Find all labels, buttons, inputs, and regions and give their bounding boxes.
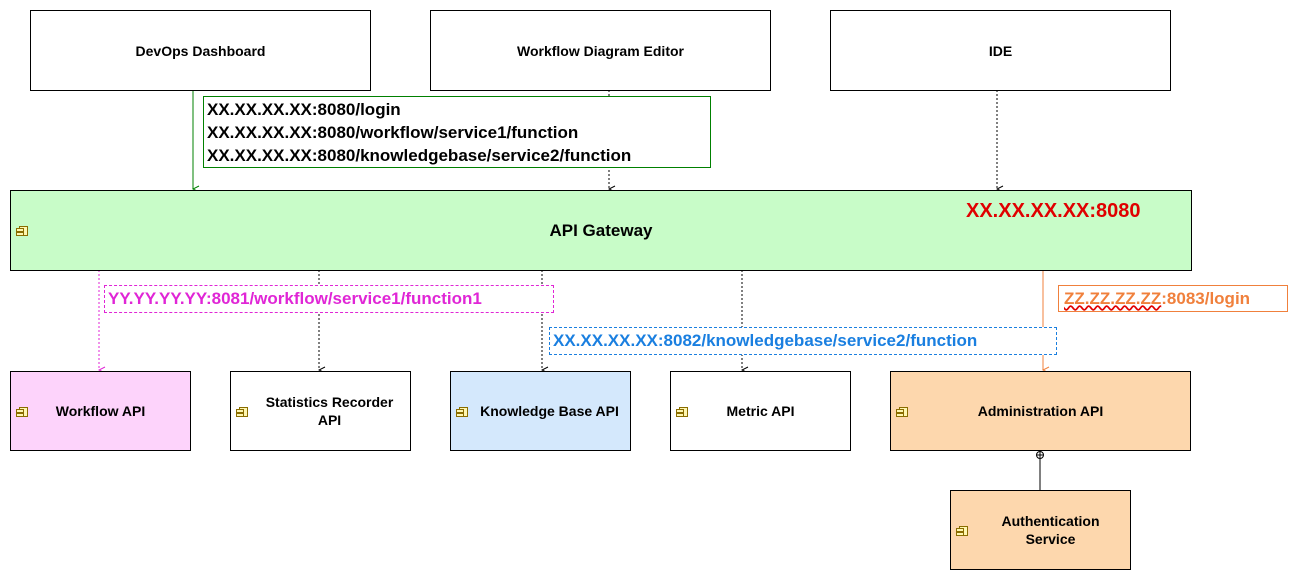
workflow-editor-label: Workflow Diagram Editor bbox=[517, 42, 684, 59]
api-gateway-node[interactable]: API Gateway XX.XX.XX.XX:8080 bbox=[10, 190, 1192, 271]
metric-api-label: Metric API bbox=[726, 403, 795, 419]
metric-api-node[interactable]: Metric API bbox=[670, 371, 851, 451]
administration-api-label: Administration API bbox=[977, 403, 1104, 419]
component-icon bbox=[676, 407, 688, 417]
devops-dashboard-node[interactable]: DevOps Dashboard bbox=[30, 10, 371, 91]
authentication-service-node[interactable]: Authentication Service bbox=[950, 490, 1131, 570]
route-login: XX.XX.XX.XX:8080/login bbox=[207, 100, 401, 119]
component-icon bbox=[16, 407, 28, 417]
gateway-address: XX.XX.XX.XX:8080 bbox=[966, 200, 1141, 222]
statistics-api-label: Statistics Recorder API bbox=[265, 394, 394, 428]
api-gateway-title: API Gateway bbox=[549, 220, 653, 240]
ide-label: IDE bbox=[988, 42, 1013, 59]
component-icon bbox=[456, 407, 468, 417]
gateway-routes-label: XX.XX.XX.XX:8080/login XX.XX.XX.XX:8080/… bbox=[203, 96, 711, 168]
statistics-api-node[interactable]: Statistics Recorder API bbox=[230, 371, 411, 451]
knowledge-route-label: XX.XX.XX.XX:8082/knowledgebase/service2/… bbox=[549, 327, 1057, 355]
administration-api-node[interactable]: Administration API bbox=[890, 371, 1191, 451]
admin-route-path: :8083/login bbox=[1161, 289, 1251, 308]
authentication-service-label: Authentication Service bbox=[1001, 513, 1100, 547]
workflow-route-label: YY.YY.YY.YY:8081/workflow/service1/funct… bbox=[104, 285, 554, 313]
component-icon bbox=[956, 526, 968, 536]
devops-dashboard-label: DevOps Dashboard bbox=[135, 42, 266, 59]
knowledge-base-api-label: Knowledge Base API bbox=[480, 403, 619, 419]
admin-route-host: ZZ.ZZ.ZZ.ZZ bbox=[1064, 289, 1162, 308]
workflow-api-label: Workflow API bbox=[55, 403, 146, 419]
route-knowledgebase: XX.XX.XX.XX:8080/knowledgebase/service2/… bbox=[207, 146, 632, 165]
admin-route-label: ZZ.ZZ.ZZ.ZZ:8083/login bbox=[1058, 285, 1288, 312]
knowledge-base-api-node[interactable]: Knowledge Base API bbox=[450, 371, 631, 451]
component-icon bbox=[896, 407, 908, 417]
component-icon bbox=[236, 407, 248, 417]
workflow-api-node[interactable]: Workflow API bbox=[10, 371, 191, 451]
ide-node[interactable]: IDE bbox=[830, 10, 1171, 91]
component-icon bbox=[16, 226, 28, 236]
route-workflow: XX.XX.XX.XX:8080/workflow/service1/funct… bbox=[207, 123, 579, 142]
workflow-editor-node[interactable]: Workflow Diagram Editor bbox=[430, 10, 771, 91]
